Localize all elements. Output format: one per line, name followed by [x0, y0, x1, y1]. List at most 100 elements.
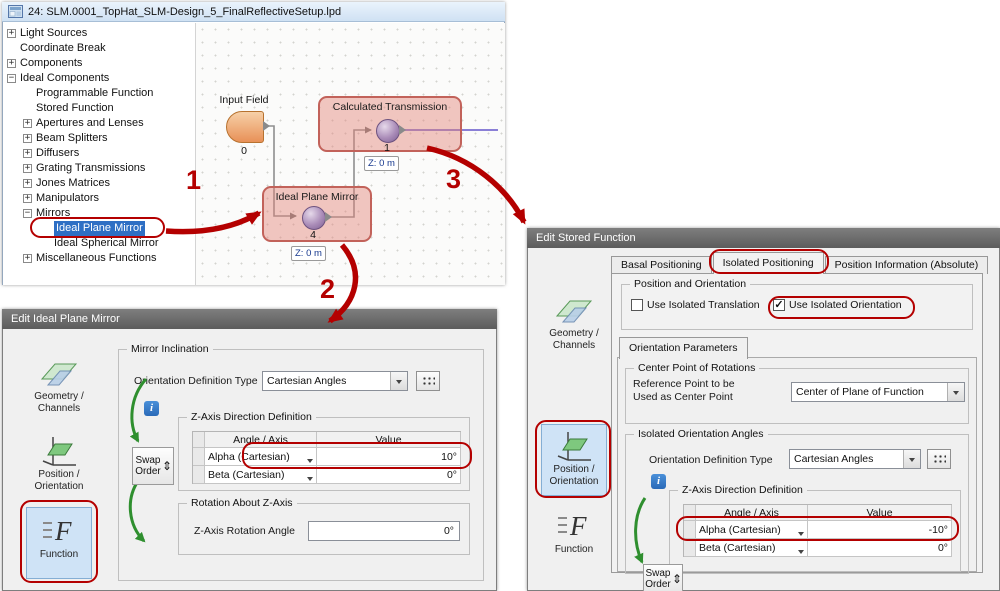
tree-item-diffusers[interactable]: +Diffusers	[23, 147, 80, 159]
matrix-definition-button[interactable]	[416, 371, 440, 391]
tree-item-manipulators[interactable]: +Manipulators	[23, 192, 99, 204]
beta-angle-select[interactable]: Beta (Cartesian)	[205, 466, 317, 484]
isolated-orientation-angles-title: Isolated Orientation Angles	[634, 428, 768, 440]
swap-order-button[interactable]: Swap Order⇕	[132, 447, 174, 485]
swap-arrows-icon: ⇕	[161, 459, 173, 473]
expand-icon[interactable]: +	[23, 253, 32, 263]
geometry-channels-button[interactable]: Geometry / Channels	[541, 288, 607, 358]
zaxis-direction-group: Z-Axis Direction Definition	[669, 484, 961, 572]
beta-value-cell[interactable]: 0°	[808, 539, 952, 557]
tree-item-mirrors[interactable]: −Mirrors	[23, 207, 71, 219]
chevron-down-icon	[798, 532, 804, 538]
stored-dialog-titlebar[interactable]: Edit Stored Function	[527, 228, 1000, 248]
svg-text:F: F	[54, 516, 72, 546]
tree-item-beam-splitters[interactable]: +Beam Splitters	[23, 132, 108, 144]
tree-item-miscellaneous-functions[interactable]: +Miscellaneous Functions	[23, 252, 157, 264]
matrix-definition-button[interactable]	[927, 449, 951, 469]
chevron-down-icon	[307, 477, 313, 483]
alpha-angle-select[interactable]: Alpha (Cartesian)	[205, 448, 317, 466]
position-orientation-icon	[554, 429, 594, 463]
transmission-node-circle[interactable]	[376, 119, 400, 143]
node-connections	[268, 125, 498, 220]
tab-orientation-parameters[interactable]: Orientation Parameters	[619, 337, 748, 359]
row-header-cell	[193, 466, 205, 484]
position-orientation-icon	[39, 434, 79, 468]
mirror-z-badge: Z: 0 m	[291, 246, 326, 261]
chevron-down-icon	[307, 459, 313, 465]
mirror-inclination-group: Mirror Inclination	[118, 343, 484, 581]
tree-item-light-sources[interactable]: +Light Sources	[7, 27, 88, 39]
orientation-definition-type-label: Orientation Definition Type	[134, 375, 258, 387]
beta-value-cell[interactable]: 0°	[317, 466, 461, 484]
alpha-value-cell[interactable]: 10°	[317, 448, 461, 466]
transmission-node-port	[399, 125, 411, 135]
angle-table: Angle / Axis Value Alpha (Cartesian) 10°…	[192, 431, 461, 484]
alpha-angle-select[interactable]: Alpha (Cartesian)	[696, 521, 808, 539]
collapse-icon[interactable]: −	[23, 208, 32, 218]
beta-angle-select[interactable]: Beta (Cartesian)	[696, 539, 808, 557]
tab-position-information[interactable]: Position Information (Absolute)	[824, 256, 989, 274]
main-window: 24: SLM.0001_TopHat_SLM-Design_5_FinalRe…	[2, 2, 505, 285]
mirror-node-circle[interactable]	[302, 206, 326, 230]
row-header-cell	[193, 448, 205, 466]
tree-item-jones-matrices[interactable]: +Jones Matrices	[23, 177, 110, 189]
use-isolated-translation-checkbox[interactable]: Use Isolated Translation	[631, 299, 760, 311]
center-point-group: Center Point of Rotations	[625, 362, 969, 424]
checkbox-unchecked	[631, 299, 643, 311]
row-header-cell	[684, 521, 696, 539]
tree-item-components[interactable]: +Components	[7, 57, 83, 69]
expand-icon[interactable]: +	[23, 118, 32, 128]
tree-item-apertures-and-lenses[interactable]: +Apertures and Lenses	[23, 117, 144, 129]
reference-point-select[interactable]: Center of Plane of Function	[791, 382, 965, 402]
geometry-channels-button[interactable]: Geometry / Channels	[26, 351, 92, 423]
tab-basal-positioning[interactable]: Basal Positioning	[611, 256, 712, 274]
expand-icon[interactable]: +	[23, 133, 32, 143]
info-icon[interactable]: i	[144, 401, 159, 416]
tree-item-ideal-plane-mirror[interactable]: Ideal Plane Mirror	[54, 221, 145, 236]
chevron-down-icon	[798, 550, 804, 556]
positioning-tabs: Basal Positioning Isolated Positioning P…	[611, 252, 989, 274]
zaxis-rotation-angle-field[interactable]: 0°	[308, 521, 460, 541]
info-icon[interactable]: i	[651, 474, 666, 489]
design-canvas[interactable]: Input Field 0 Calculated Transmission 1 …	[196, 23, 505, 285]
svg-text:F: F	[569, 511, 587, 541]
expand-icon[interactable]: +	[23, 148, 32, 158]
mirror-dialog-titlebar[interactable]: Edit Ideal Plane Mirror	[2, 309, 497, 329]
main-window-titlebar[interactable]: 24: SLM.0001_TopHat_SLM-Design_5_FinalRe…	[2, 2, 505, 22]
expand-icon[interactable]: +	[23, 163, 32, 173]
function-button[interactable]: F Function	[541, 502, 607, 568]
mirror-node-port	[325, 212, 337, 222]
orientation-definition-type-select[interactable]: Cartesian Angles	[789, 449, 921, 469]
input-node-label: Input Field	[219, 94, 269, 106]
transmission-node-index: 1	[384, 142, 390, 154]
alpha-value-cell[interactable]: -10°	[808, 521, 952, 539]
orientation-definition-type-select[interactable]: Cartesian Angles	[262, 371, 408, 391]
tree-item-programmable-function[interactable]: Programmable Function	[36, 87, 154, 99]
tree-item-stored-function[interactable]: Stored Function	[36, 102, 114, 114]
tree-item-grating-transmissions[interactable]: +Grating Transmissions	[23, 162, 146, 174]
tree-item-coordinate-break[interactable]: Coordinate Break	[20, 42, 106, 54]
chevron-down-icon	[947, 383, 964, 401]
mirror-dialog-title: Edit Ideal Plane Mirror	[11, 313, 120, 325]
function-button[interactable]: F Function	[26, 507, 92, 579]
position-orientation-button[interactable]: Position / Orientation	[541, 424, 607, 496]
expand-icon[interactable]: +	[7, 28, 16, 38]
tree-item-ideal-components[interactable]: −Ideal Components	[7, 72, 110, 84]
tab-isolated-positioning[interactable]: Isolated Positioning	[712, 252, 824, 274]
window-title: 24: SLM.0001_TopHat_SLM-Design_5_FinalRe…	[28, 5, 342, 18]
expand-icon[interactable]: +	[23, 178, 32, 188]
input-node-port	[263, 121, 275, 131]
input-node[interactable]	[226, 111, 264, 143]
expand-icon[interactable]: +	[23, 193, 32, 203]
rotation-order-arrow	[634, 497, 647, 564]
swap-order-button[interactable]: Swap Order⇕	[643, 564, 683, 591]
position-orientation-button[interactable]: Position / Orientation	[26, 429, 92, 501]
expand-icon[interactable]: +	[7, 58, 16, 68]
function-icon: F	[555, 507, 593, 543]
tree-item-ideal-spherical-mirror[interactable]: Ideal Spherical Mirror	[54, 237, 159, 249]
collapse-icon[interactable]: −	[7, 73, 16, 83]
zaxis-rotation-angle-label: Z-Axis Rotation Angle	[194, 525, 295, 537]
angle-table: Angle / Axis Value Alpha (Cartesian) -10…	[683, 504, 952, 557]
use-isolated-orientation-checkbox[interactable]: ✓ Use Isolated Orientation	[773, 299, 902, 311]
